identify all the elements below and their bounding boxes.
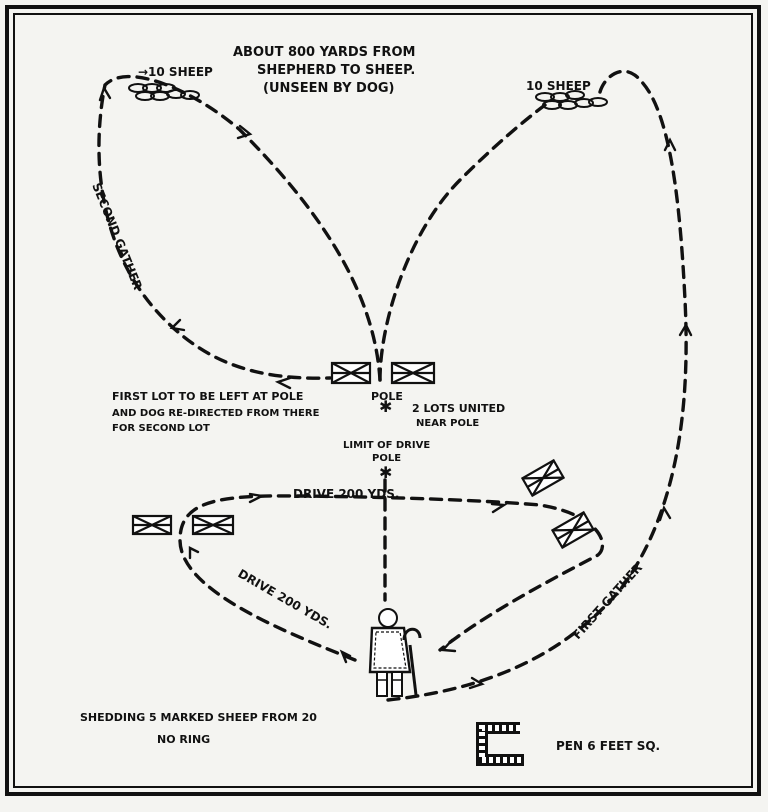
drive-triangle-route bbox=[178, 494, 605, 662]
first-gather-label: FIRST GATHER bbox=[570, 561, 645, 642]
limit-pole-marker: ✱ bbox=[379, 463, 392, 482]
second-gather-label: SECOND GATHER bbox=[89, 181, 145, 292]
drive-gate-right-1 bbox=[520, 458, 566, 498]
outer-frame bbox=[5, 5, 761, 796]
lots-united-line-2: NEAR POLE bbox=[416, 418, 479, 429]
first-gather-route bbox=[386, 69, 688, 702]
lots-united-line-1: 2 LOTS UNITED bbox=[412, 402, 505, 415]
drive-gate-left-1 bbox=[131, 514, 173, 536]
shepherd-figure bbox=[368, 608, 422, 697]
pen-illustration bbox=[476, 722, 524, 766]
first-lot-line-3: FOR SECOND LOT bbox=[112, 423, 210, 434]
pole-gate-right bbox=[390, 361, 436, 385]
limit-label-line-1: LIMIT OF DRIVE bbox=[343, 440, 430, 451]
left-sheep-flock bbox=[128, 83, 200, 101]
pole-gate-left bbox=[330, 361, 372, 385]
first-lot-line-1: FIRST LOT TO BE LEFT AT POLE bbox=[112, 390, 303, 403]
right-sheep-flock bbox=[535, 90, 608, 110]
second-gather-route bbox=[97, 74, 382, 382]
right-sheep-label: 10 SHEEP bbox=[526, 79, 591, 93]
drive-gate-left-2 bbox=[191, 514, 235, 536]
pole-label: POLE bbox=[371, 390, 403, 403]
title-line-3: (UNSEEN BY DOG) bbox=[263, 81, 395, 96]
first-lot-line-2: AND DOG RE-DIRECTED FROM THERE bbox=[112, 408, 320, 419]
route-arrows bbox=[98, 85, 693, 690]
outrun-to-right-sheep bbox=[378, 103, 547, 382]
limit-label-line-2: POLE bbox=[372, 453, 401, 464]
no-ring-label: NO RING bbox=[157, 733, 210, 746]
drive-top-label: DRIVE 200 YDS. bbox=[293, 487, 399, 501]
title-line-1: ABOUT 800 YARDS FROM bbox=[233, 45, 415, 60]
title-line-2: SHEPHERD TO SHEEP. bbox=[257, 63, 415, 78]
pole-marker: ✱ bbox=[379, 397, 392, 416]
shedding-label: SHEDDING 5 MARKED SHEEP FROM 20 bbox=[80, 711, 317, 724]
left-sheep-label: →10 SHEEP bbox=[138, 65, 213, 79]
drive-gate-right-2 bbox=[550, 510, 596, 550]
inner-frame bbox=[13, 13, 753, 788]
drive-left-label: DRIVE 200 YDS. bbox=[236, 566, 335, 631]
pen-label: PEN 6 FEET SQ. bbox=[556, 739, 660, 753]
